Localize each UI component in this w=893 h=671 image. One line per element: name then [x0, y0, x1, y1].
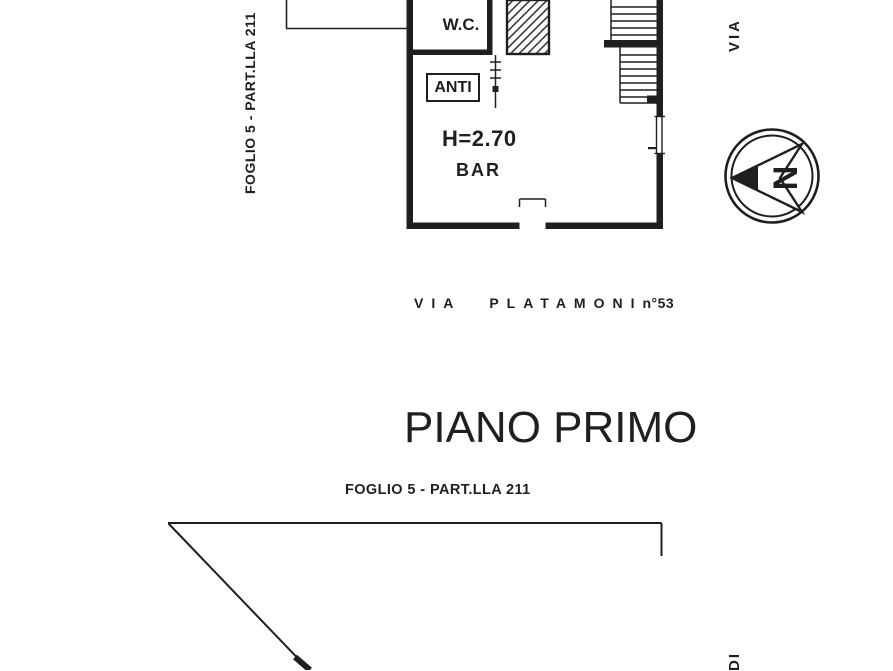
north-letter: N	[767, 166, 805, 191]
street-address-label: VIA PLATAMONIn°53	[414, 296, 674, 310]
street-word-via: VIA	[414, 295, 462, 311]
compass-inner-circle	[730, 134, 814, 218]
north-compass: N	[724, 128, 820, 224]
compass-outer-circle	[724, 128, 820, 224]
lower-plan-outline	[167, 522, 663, 670]
room-label-bar: BAR	[456, 160, 501, 180]
right-margin-via-label: VIA	[726, 17, 743, 52]
right-margin-di-label: DI	[726, 652, 743, 671]
floor-title: PIANO PRIMO	[404, 403, 698, 452]
balcony-edge	[285, 0, 407, 30]
outer-walls	[406, 0, 663, 229]
street-word-platamoni: PLATAMONI	[489, 295, 643, 311]
interior-door	[490, 55, 501, 108]
window-marker	[648, 115, 665, 155]
hatched-wall	[505, 0, 551, 56]
north-arrow-tip	[732, 165, 758, 191]
north-arrow	[729, 141, 806, 215]
parcel-caption: FOGLIO 5 - PART.LLA 211	[345, 482, 531, 498]
entry-door	[518, 198, 547, 207]
ceiling-height-label: H=2.70	[442, 126, 517, 151]
staircase	[604, 0, 657, 104]
left-margin-parcel-label: FOGLIO 5 - PART.LLA 211	[242, 12, 258, 194]
room-label-wc: W.C.	[442, 15, 480, 34]
upper-plan	[285, 0, 665, 229]
room-label-anti: ANTI	[426, 73, 480, 102]
street-number: n°53	[642, 295, 675, 311]
